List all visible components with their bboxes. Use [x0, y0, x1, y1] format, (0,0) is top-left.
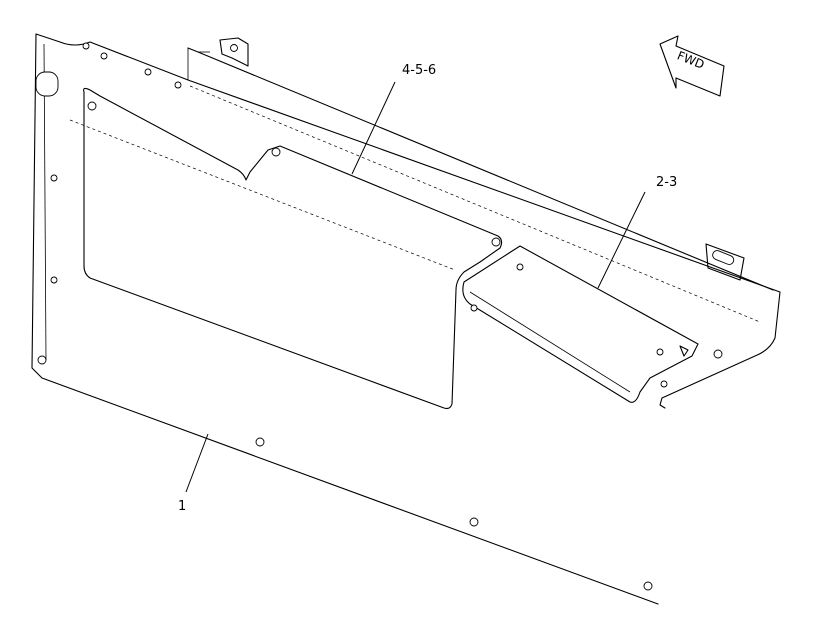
bracket	[462, 245, 699, 403]
callout-leaders	[185, 81, 646, 493]
callout-plate-label: 4-5-6	[402, 63, 436, 78]
callout-panel-label: 1	[178, 499, 186, 514]
cover-plate	[83, 87, 503, 410]
forward-arrow-icon: FWD	[659, 35, 725, 97]
fwd-label: FWD	[675, 48, 706, 71]
callout-bracket-label: 2-3	[656, 175, 677, 190]
main-panel	[31, 33, 781, 605]
panel-holes	[37, 42, 723, 591]
